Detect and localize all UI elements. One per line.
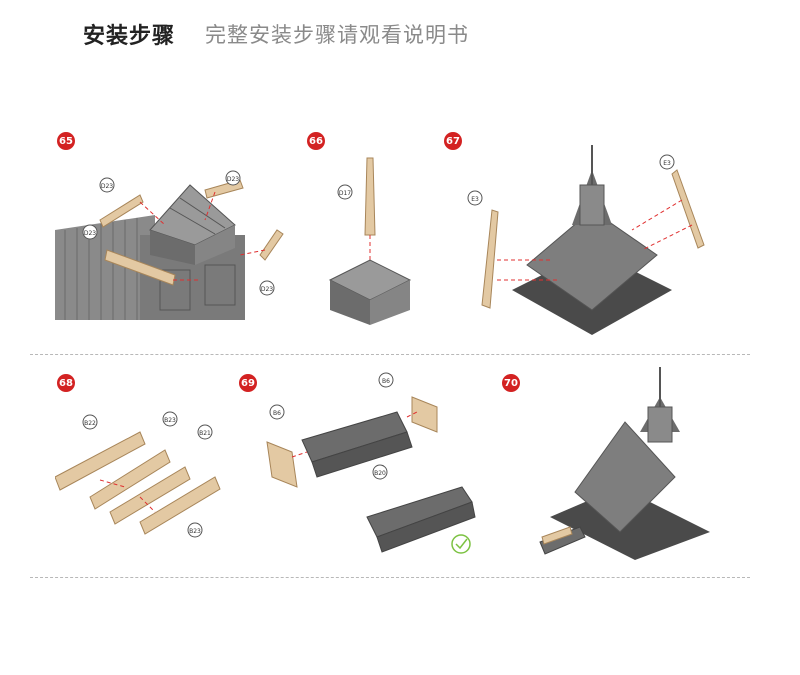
step-70-badge: 70 (502, 374, 520, 392)
step-66: D17 66 (305, 130, 420, 325)
step-69-label-2: B6 (382, 378, 390, 385)
step-65-label-4: D23 (261, 286, 273, 293)
step-65-illustration: D23 D23 D23 D23 (55, 130, 295, 325)
step-67-illustration: E3 E3 (442, 130, 732, 340)
step-66-label-1: D17 (339, 190, 351, 197)
step-68-label-4: B23 (189, 528, 201, 535)
step-67-badge: 67 (444, 132, 462, 150)
step-68-badge: 68 (57, 374, 75, 392)
step-65-label-2: D23 (227, 176, 239, 183)
step-66-badge: 66 (307, 132, 325, 150)
page-subtitle: 完整安装步骤请观看说明书 (205, 19, 469, 49)
page-title: 安装步骤 (83, 18, 175, 50)
step-70-illustration (500, 362, 730, 562)
row-divider-2 (30, 577, 750, 578)
step-68: B22 B23 B21 B23 68 (55, 372, 230, 547)
step-70: 70 (500, 362, 730, 562)
step-69-label-1: B6 (273, 410, 281, 417)
step-69: B6 B6 B20 69 (237, 372, 487, 562)
step-67: E3 E3 67 (442, 130, 732, 340)
step-68-illustration: B22 B23 B21 B23 (55, 372, 230, 547)
step-65: D23 D23 D23 D23 65 (55, 130, 295, 325)
step-65-label-3: D23 (84, 230, 96, 237)
step-65-badge: 65 (57, 132, 75, 150)
step-67-label-1: E3 (471, 196, 479, 203)
step-68-label-3: B21 (199, 430, 211, 437)
step-66-illustration: D17 (305, 130, 420, 325)
step-69-badge: 69 (239, 374, 257, 392)
step-69-label-3: B20 (374, 470, 386, 477)
row-divider-1 (30, 354, 750, 355)
page-header: 安装步骤 完整安装步骤请观看说明书 (83, 17, 469, 51)
step-65-label-1: D23 (101, 183, 113, 190)
step-68-label-1: B22 (84, 420, 96, 427)
step-67-label-2: E3 (663, 160, 671, 167)
step-69-illustration: B6 B6 B20 (237, 372, 487, 562)
step-68-label-2: B23 (164, 417, 176, 424)
